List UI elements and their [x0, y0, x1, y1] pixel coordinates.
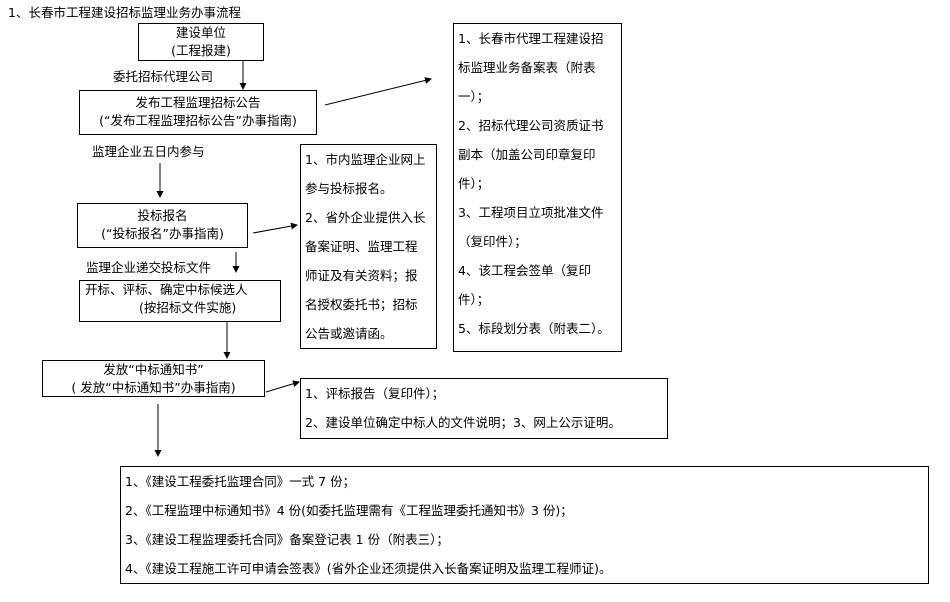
note-line: 1、《建设工程委托监理合同》一式 7 份；	[125, 474, 356, 489]
step-title: 发布工程监理招标公告	[135, 95, 261, 110]
note-line: （复印件）；	[458, 234, 527, 249]
step-subtitle: (“投标报名”办事指南)	[101, 226, 224, 241]
note-line: 2、建设单位确定中标人的文件说明；3、网上公示证明。	[305, 415, 621, 430]
award-requirements-box: 1、评标报告（复印件）； 2、建设单位确定中标人的文件说明；3、网上公示证明。	[300, 378, 668, 439]
note-line: 2、招标代理公司资质证书	[458, 118, 604, 133]
note-line: 1、市内监理企业网上	[305, 152, 426, 167]
step-publish-notice: 发布工程监理招标公告 (“发布工程监理招标公告”办事指南)	[79, 90, 317, 135]
note-line: 2、省外企业提供入长	[305, 210, 426, 225]
step-award-notice: 发放“中标通知书” ( 发放“中标通知书”办事指南)	[42, 360, 265, 397]
notice-requirements-box: 1、长春市代理工程建设招 标监理业务备案表（附表 一）； 2、招标代理公司资质证…	[453, 23, 622, 352]
note-line: 2、《工程监理中标通知书》4 份(如委托监理需有《工程监理委托通知书》3 份)；	[125, 503, 573, 518]
edge-label-submit-bids: 监理企业递交投标文件	[86, 260, 212, 275]
arrow-award-to-requirements	[265, 380, 300, 393]
note-line: 3、《建设工程监理委托合同》备案登记表 1 份（附表三）；	[125, 532, 449, 547]
note-line: 师证及有关资料；报	[305, 268, 418, 283]
note-line: 件）；	[458, 292, 490, 307]
step-subtitle: (“发布工程监理招标公告”办事指南)	[99, 113, 297, 128]
final-documents-box: 1、《建设工程委托监理合同》一式 7 份； 2、《工程监理中标通知书》4 份(如…	[120, 466, 929, 584]
registration-requirements-box: 1、市内监理企业网上 参与投标报名。 2、省外企业提供入长 备案证明、监理工程 …	[300, 144, 437, 349]
step-title: 开标、评标、确定中标候选人	[85, 282, 248, 297]
step-bid-registration: 投标报名 (“投标报名”办事指南)	[77, 203, 248, 248]
note-line: 标监理业务备案表（附表	[458, 60, 596, 75]
note-line: 1、长春市代理工程建设招	[458, 31, 604, 46]
step-construction-unit: 建设单位 (工程报建)	[138, 23, 264, 61]
step-title: 发放“中标通知书”	[103, 362, 204, 377]
edge-label-five-days: 监理企业五日内参与	[92, 144, 205, 159]
step-subtitle: ( 发放“中标通知书”办事指南)	[71, 380, 236, 395]
note-line: 4、该工程会签单（复印	[458, 263, 591, 278]
page-title: 1、长春市工程建设招标监理业务办事流程	[8, 5, 241, 20]
note-line: 件）；	[458, 176, 490, 191]
step-title: 建设单位	[175, 25, 226, 40]
note-line: 4、《建设工程施工许可申请会签表》(省外企业还须提供入长备案证明及监理工程师证)…	[125, 561, 612, 576]
step-subtitle: (工程报建)	[171, 43, 231, 58]
note-line: 5、标段划分表（附表二）。	[458, 321, 610, 336]
note-line: 3、工程项目立项批准文件	[458, 205, 604, 220]
note-line: 备案证明、监理工程	[305, 239, 418, 254]
arrow-notice-to-requirements	[324, 77, 432, 106]
note-line: 一）；	[458, 89, 490, 104]
arrow-registration-to-requirements	[252, 222, 298, 234]
note-line: 公告或邀请函。	[305, 326, 393, 341]
step-bid-opening: 开标、评标、确定中标候选人 (按招标文件实施)	[79, 280, 281, 322]
step-subtitle: (按招标文件实施)	[139, 300, 237, 315]
edge-label-entrust: 委托招标代理公司	[113, 69, 214, 84]
note-line: 参与投标报名。	[305, 181, 393, 196]
step-title: 投标报名	[137, 208, 188, 223]
note-line: 副本（加盖公司印章复印	[458, 147, 596, 162]
note-line: 1、评标报告（复印件）；	[305, 386, 445, 401]
note-line: 名授权委托书；招标	[305, 297, 418, 312]
